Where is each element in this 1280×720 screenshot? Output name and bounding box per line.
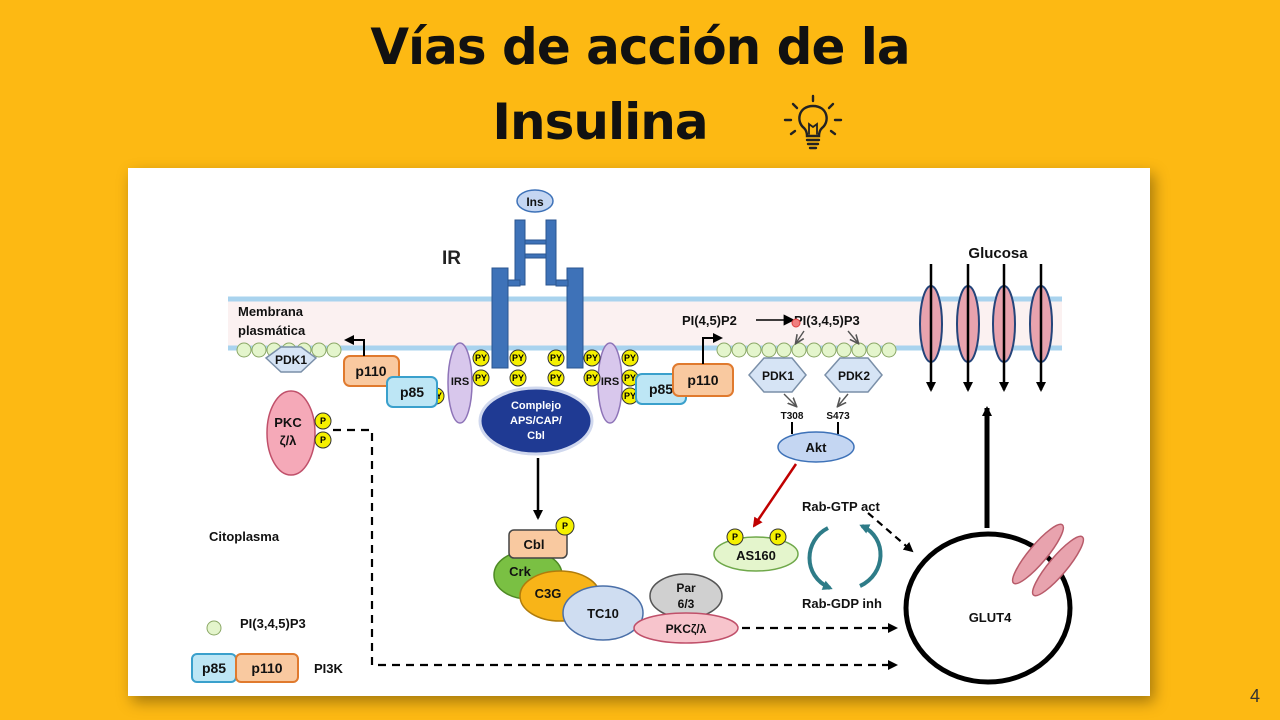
cbl <box>508 529 568 559</box>
complejo-line1: Complejo <box>511 400 561 412</box>
pkc-p-badges: P P <box>314 412 332 449</box>
pdk2 <box>823 357 883 393</box>
as160-label: AS160 <box>736 548 776 563</box>
glut4-inserted-channels <box>1011 523 1085 597</box>
cbl-p-badge: P <box>555 516 575 536</box>
slide-title-line-1: Vías de acción de la <box>370 18 910 76</box>
pkc-left-to-glut4-arrow <box>333 428 898 670</box>
svg-text:P: P <box>562 521 568 531</box>
pi345p3-label: PI(3,4,5)P3 <box>794 313 860 328</box>
par-line1: Par <box>676 581 696 595</box>
svg-text:PY: PY <box>550 353 562 363</box>
p110-right-arrow <box>702 333 723 364</box>
cursor-pointer-dot <box>791 318 801 328</box>
complejo-line2: APS/CAP/ <box>510 415 562 427</box>
svg-text:PY: PY <box>512 373 524 383</box>
rab-to-glut4-arrow <box>867 512 914 553</box>
p85-left <box>386 376 438 408</box>
s473-label: S473 <box>826 411 850 422</box>
rab-gdp-label: Rab-GDP inh <box>802 596 882 611</box>
pkc-line1: PKC <box>274 415 302 430</box>
insulin-receptor <box>491 219 584 369</box>
complejo-line3: Cbl <box>527 430 545 442</box>
svg-text:PY: PY <box>550 373 562 383</box>
irs-right-label: IRS <box>601 376 619 388</box>
svg-text:P: P <box>320 435 326 445</box>
legend: PI(3,4,5)P3 p85 p110 PI3K <box>191 616 344 683</box>
svg-text:PY: PY <box>624 373 636 383</box>
rab-cycle-arrows <box>807 524 883 590</box>
pkc-zl-right <box>633 612 739 644</box>
legend-pi-bead <box>206 620 222 636</box>
legend-pi3k-label: PI3K <box>314 661 344 676</box>
akt-to-as160-arrow <box>752 463 798 528</box>
pkc-line2: ζ/λ <box>280 433 298 448</box>
crk-label: Crk <box>509 564 531 579</box>
rab-gtp-label: Rab-GTP act <box>802 499 880 514</box>
pdk1-left-label: PDK1 <box>275 353 307 367</box>
glucose-transporters <box>919 264 1053 392</box>
slide-title-line-2: Insulina <box>0 93 1280 151</box>
citoplasma-label: Citoplasma <box>209 529 280 544</box>
pdk2-label: PDK2 <box>838 369 870 383</box>
svg-text:P: P <box>732 532 738 542</box>
pdk1-left <box>264 346 318 373</box>
ins-label: Ins <box>526 195 544 209</box>
ir-label: IR <box>442 248 461 269</box>
complejo-aps-cap-cbl <box>478 386 594 456</box>
c3g-label: C3G <box>535 586 562 601</box>
svg-text:PY: PY <box>512 353 524 363</box>
slide-number: 4 <box>1250 686 1261 706</box>
pdk1-right <box>747 357 807 393</box>
tc10-label: TC10 <box>587 606 619 621</box>
as160-p-badges: P P <box>726 528 787 546</box>
membrana-label: Membrana <box>238 304 304 319</box>
pi345p3-beads-right <box>716 342 897 358</box>
p110-left-label: p110 <box>355 363 386 379</box>
svg-text:PY: PY <box>586 373 598 383</box>
legend-p85-label: p85 <box>202 660 226 676</box>
cbl-label: Cbl <box>524 537 545 552</box>
tc10 <box>562 585 644 641</box>
irs-left <box>447 342 473 424</box>
insulin-node <box>516 189 554 213</box>
svg-text:PY: PY <box>475 353 487 363</box>
pkc-zl-right-label: PKCζ/λ <box>666 622 707 636</box>
legend-p110 <box>235 653 299 683</box>
title-insulina: Insulina <box>492 93 708 151</box>
p110-left <box>343 355 400 387</box>
akt-label: Akt <box>806 440 828 455</box>
glut4-label: GLUT4 <box>969 610 1012 625</box>
pkc-zl-left <box>266 390 316 476</box>
pi45p2-label: PI(4,5)P2 <box>682 313 737 328</box>
svg-text:PY: PY <box>586 353 598 363</box>
akt <box>777 431 855 463</box>
p110-right-label: p110 <box>687 372 718 388</box>
p85-left-label: p85 <box>400 384 424 400</box>
p110-left-arrow <box>344 335 365 356</box>
par-line2: 6/3 <box>678 597 695 611</box>
svg-text:PY: PY <box>624 353 636 363</box>
legend-p110-label: p110 <box>251 660 282 676</box>
t308-label: T308 <box>781 411 804 422</box>
svg-text:P: P <box>775 532 781 542</box>
svg-text:P: P <box>320 416 326 426</box>
legend-pi-label: PI(3,4,5)P3 <box>240 616 306 631</box>
plasmatica-label: plasmática <box>238 323 306 338</box>
svg-text:PY: PY <box>624 391 636 401</box>
pdk1-right-label: PDK1 <box>762 369 794 383</box>
p85-right-label: p85 <box>649 381 673 397</box>
irs-left-label: IRS <box>451 376 469 388</box>
svg-text:PY: PY <box>475 373 487 383</box>
lightbulb-icon <box>783 94 843 150</box>
glucosa-label: Glucosa <box>968 245 1028 262</box>
insulin-pathway-diagram: Membrana plasmática Ins IR IRS IRS <box>128 168 1150 696</box>
